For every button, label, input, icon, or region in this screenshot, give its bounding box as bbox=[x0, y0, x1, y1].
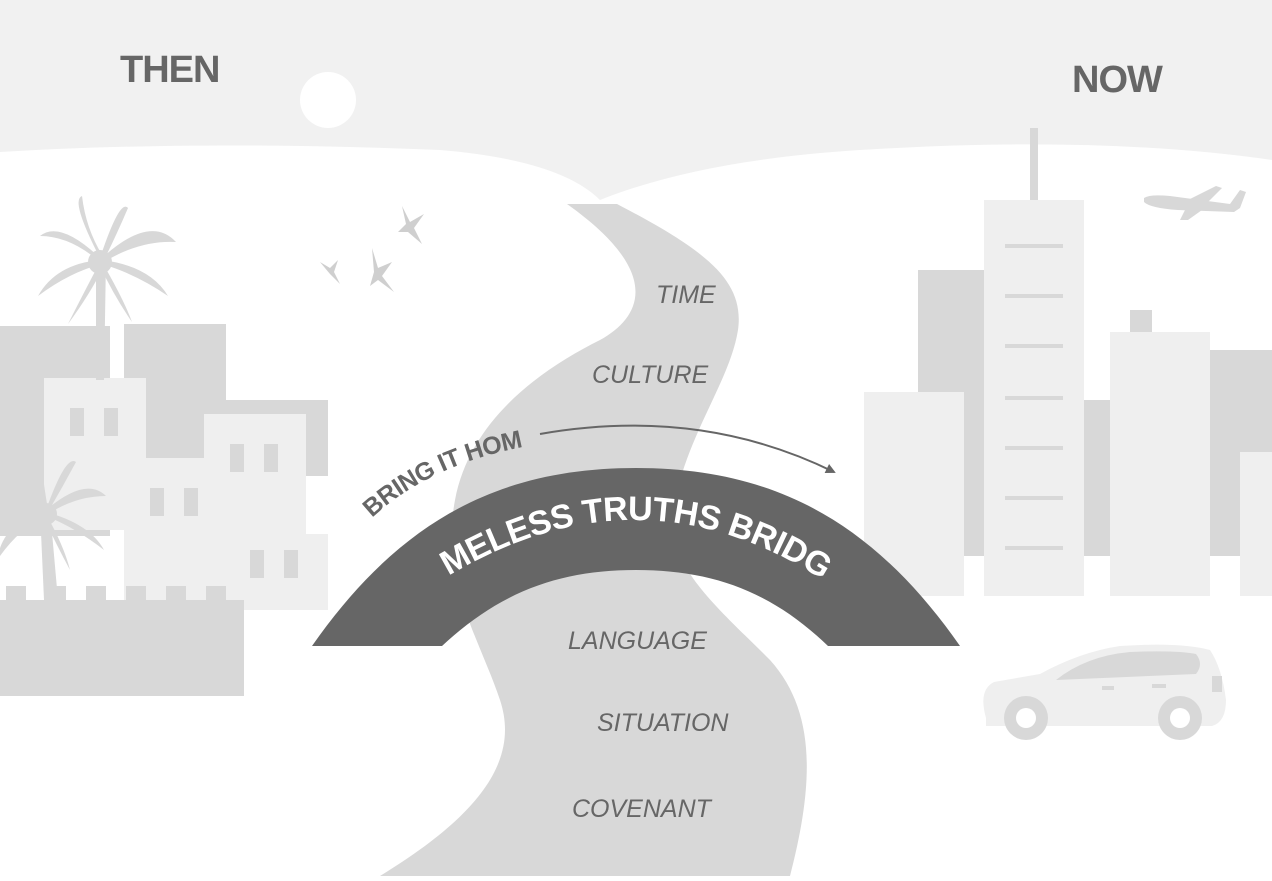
sun-icon bbox=[300, 72, 356, 128]
now-heading: NOW bbox=[1072, 59, 1163, 101]
river-label-language: LANGUAGE bbox=[568, 627, 707, 655]
birds-icon bbox=[320, 206, 424, 292]
then-heading: THEN bbox=[120, 49, 219, 91]
bring-it-home-arrow bbox=[539, 424, 836, 473]
river-label-time: TIME bbox=[656, 281, 716, 309]
car-icon bbox=[983, 644, 1226, 740]
river-label-situation: SITUATION bbox=[597, 709, 729, 737]
modern-city bbox=[864, 128, 1272, 596]
palm-tree-icon bbox=[38, 196, 176, 380]
palm-tree-icon bbox=[0, 456, 106, 600]
river-label-covenant: COVENANT bbox=[572, 795, 713, 823]
timeless-truths-bridge bbox=[312, 468, 960, 646]
ancient-city bbox=[0, 324, 328, 696]
airplane-icon bbox=[1144, 186, 1246, 220]
sky bbox=[0, 0, 1272, 200]
river-label-culture: CULTURE bbox=[592, 361, 709, 389]
